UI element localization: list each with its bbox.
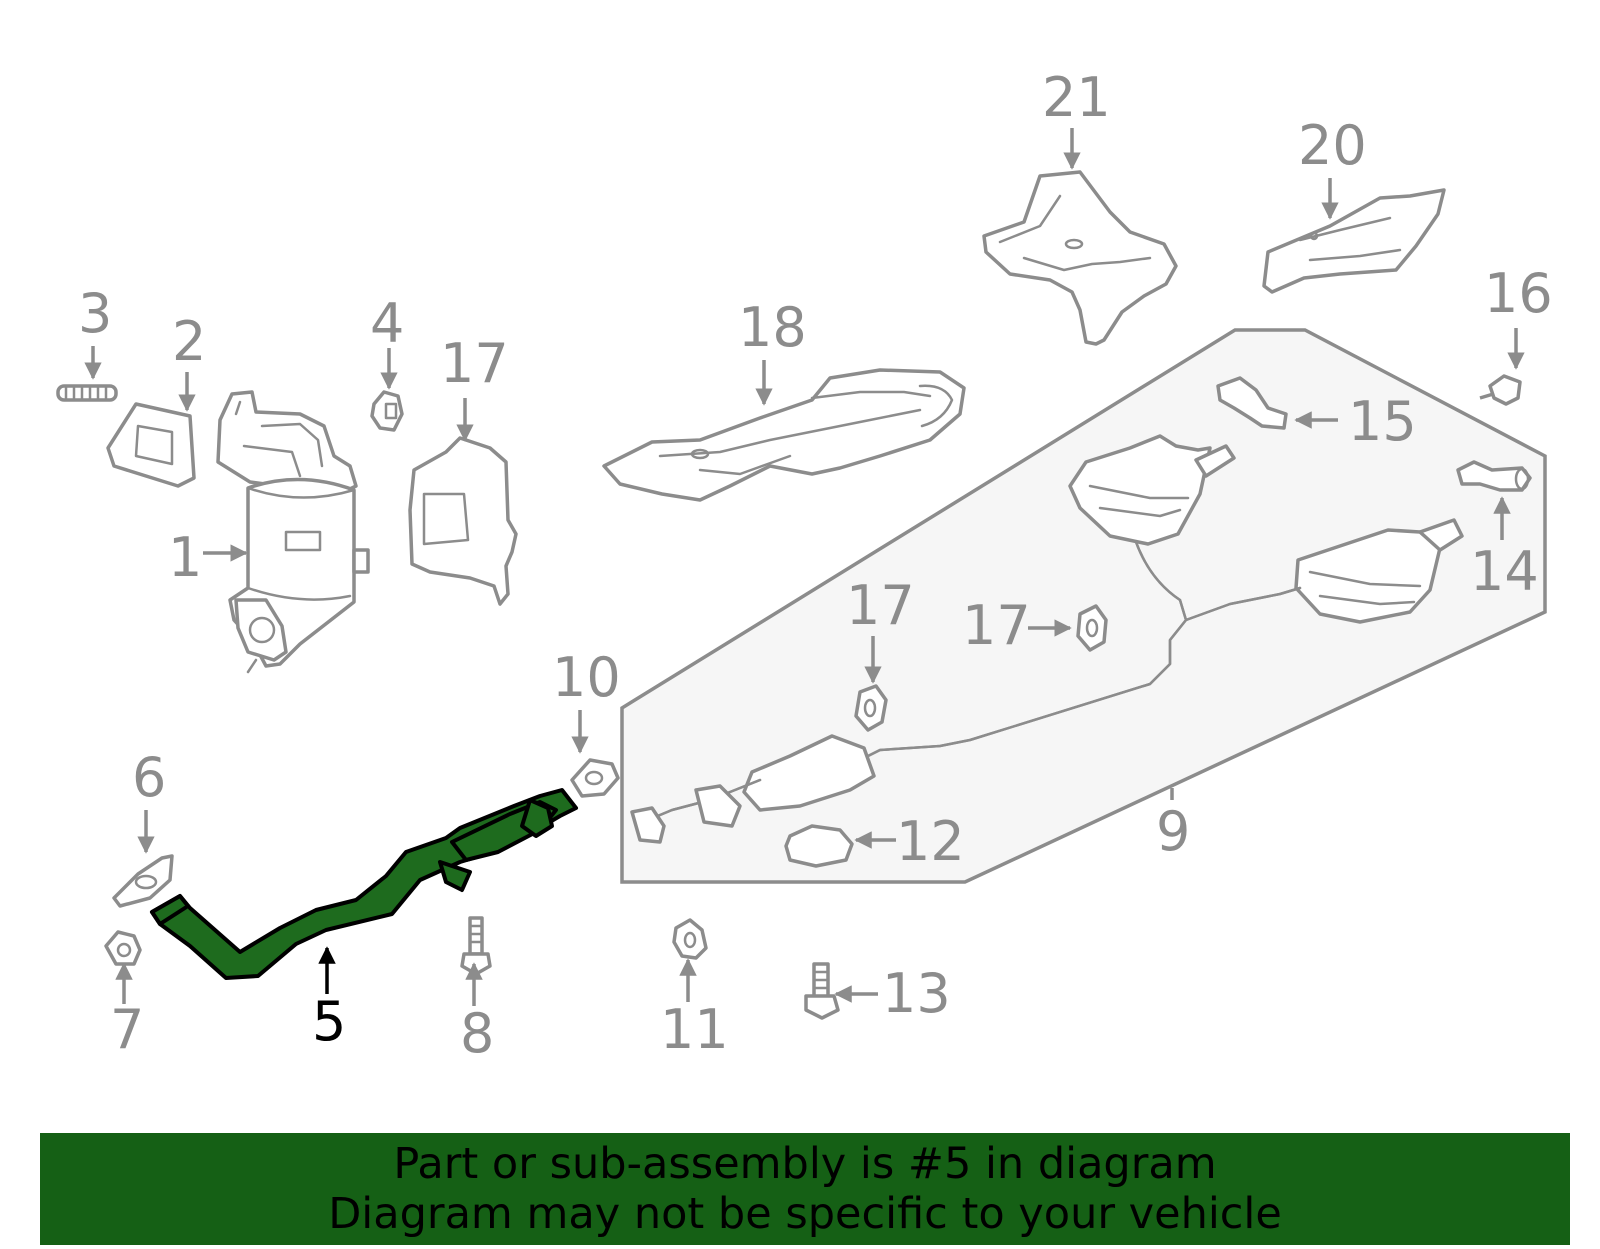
part-17-mount-a[interactable] (854, 684, 888, 732)
part-16-bolt[interactable] (1479, 374, 1522, 406)
callout-21: 21 (1042, 66, 1111, 129)
callout-19: 18 (738, 296, 807, 359)
callout-2: 2 (172, 310, 206, 373)
part-3-stud[interactable] (56, 384, 118, 402)
banner-line-1: Part or sub-assembly is #5 in diagram (393, 1139, 1217, 1189)
callout-4: 4 (370, 292, 404, 355)
callout-17a: 17 (846, 574, 915, 637)
callout-8: 8 (460, 1002, 494, 1065)
part-13-bolt[interactable] (804, 962, 840, 1020)
callout-1: 1 (168, 526, 202, 589)
part-15-hanger[interactable] (1216, 376, 1288, 430)
part-12-gasket[interactable] (784, 824, 854, 868)
part-7-nut[interactable] (104, 930, 142, 966)
callout-16: 16 (1484, 262, 1553, 325)
callout-7: 7 (110, 998, 144, 1061)
callout-12: 12 (896, 810, 965, 873)
part-2-gasket[interactable] (106, 402, 196, 488)
part-6-gasket[interactable] (112, 854, 174, 908)
callout-9: 9 (1156, 800, 1190, 863)
callout-3: 3 (78, 282, 112, 345)
part-14-hanger[interactable] (1456, 460, 1532, 492)
part-10-gasket[interactable] (570, 758, 620, 798)
callout-11: 11 (660, 998, 729, 1061)
part-1-catalytic-converter[interactable] (216, 390, 370, 674)
callout-20: 20 (1298, 114, 1367, 177)
callout-17b: 17 (962, 594, 1031, 657)
part-4-nut[interactable] (370, 390, 404, 432)
notice-banner: Part or sub-assembly is #5 in diagram Di… (40, 1133, 1570, 1245)
callout-10: 10 (552, 646, 621, 709)
part-8-bolt[interactable] (460, 916, 492, 976)
callout-5: 5 (312, 990, 346, 1053)
part-19-heat-shield[interactable] (602, 368, 966, 502)
part-20-heat-shield[interactable] (1262, 188, 1446, 294)
callout-18: 17 (440, 332, 509, 395)
part-9-muffler-assembly[interactable] (630, 434, 1464, 844)
part-21-heat-shield[interactable] (982, 170, 1178, 346)
part-5-front-pipe[interactable] (150, 788, 578, 980)
callout-6: 6 (132, 746, 166, 809)
callout-13: 13 (882, 962, 951, 1025)
exhaust-parts-diagram: 3 2 1 4 17 18 21 20 16 15 14 17 17 10 12… (56, 66, 1553, 1065)
callout-15: 15 (1348, 390, 1417, 453)
part-17-mount-b[interactable] (1076, 604, 1108, 652)
callout-14: 14 (1470, 540, 1539, 603)
part-18-heat-shield[interactable] (408, 436, 518, 606)
part-11-nut[interactable] (672, 918, 708, 960)
banner-line-2: Diagram may not be specific to your vehi… (328, 1189, 1282, 1239)
leader-arrows (84, 128, 1525, 1006)
